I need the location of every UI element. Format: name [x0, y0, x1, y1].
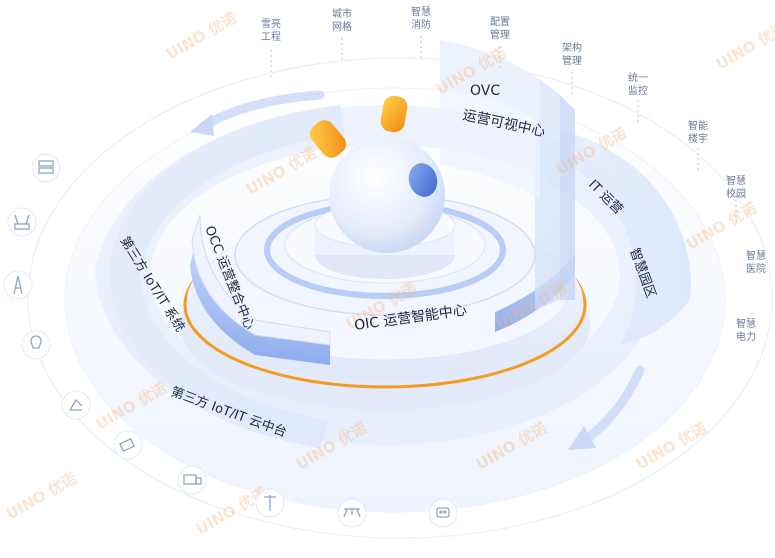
svg-text:UINO 优诺: UINO 优诺	[3, 469, 80, 524]
camera-icon	[113, 430, 143, 460]
ovc-label-line1: OVC	[470, 83, 500, 99]
label-arch-mgmt: 架构 管理	[562, 43, 582, 67]
label-smart-fire: 智慧 消防	[411, 7, 431, 31]
ovc-panel-front	[440, 40, 540, 200]
svg-text:UINO 优诺: UINO 优诺	[163, 9, 240, 64]
truck-icon	[177, 465, 207, 495]
label-config-mgmt: 配置 管理	[490, 17, 510, 41]
bottom-right-arrowhead	[568, 426, 596, 450]
occ-block-top	[191, 214, 331, 346]
label-smart-building: 智能 楼宇	[688, 121, 708, 145]
robot-arm-icon	[61, 390, 91, 420]
label-smart-hospital: 智慧 医院	[746, 251, 766, 275]
left-icons	[3, 153, 458, 528]
label-smart-campus: 智慧 校园	[726, 176, 746, 200]
svg-text:UINO 优诺: UINO 优诺	[713, 19, 775, 74]
outer-orbit-ring	[27, 57, 773, 539]
label-city-grid: 城市 网格	[332, 9, 352, 33]
top-left-arrowhead	[190, 114, 214, 136]
label-smart-power: 智慧 电力	[736, 319, 756, 343]
label-connectors	[270, 36, 737, 222]
router-icon	[7, 207, 37, 237]
bulb-icon	[21, 330, 51, 360]
top-left-arrow	[200, 90, 325, 130]
robot-icon	[428, 498, 458, 528]
tower-icon	[3, 270, 33, 300]
camera-lens	[408, 163, 438, 197]
label-unified-monitor: 统一 监控	[628, 73, 648, 97]
indicator-left	[309, 120, 347, 158]
label-snow-bright: 雪亮 工程	[261, 19, 281, 43]
ovc-panel-edge	[560, 95, 575, 300]
bottom-right-arrow	[580, 365, 645, 445]
indicator-right	[380, 95, 408, 133]
